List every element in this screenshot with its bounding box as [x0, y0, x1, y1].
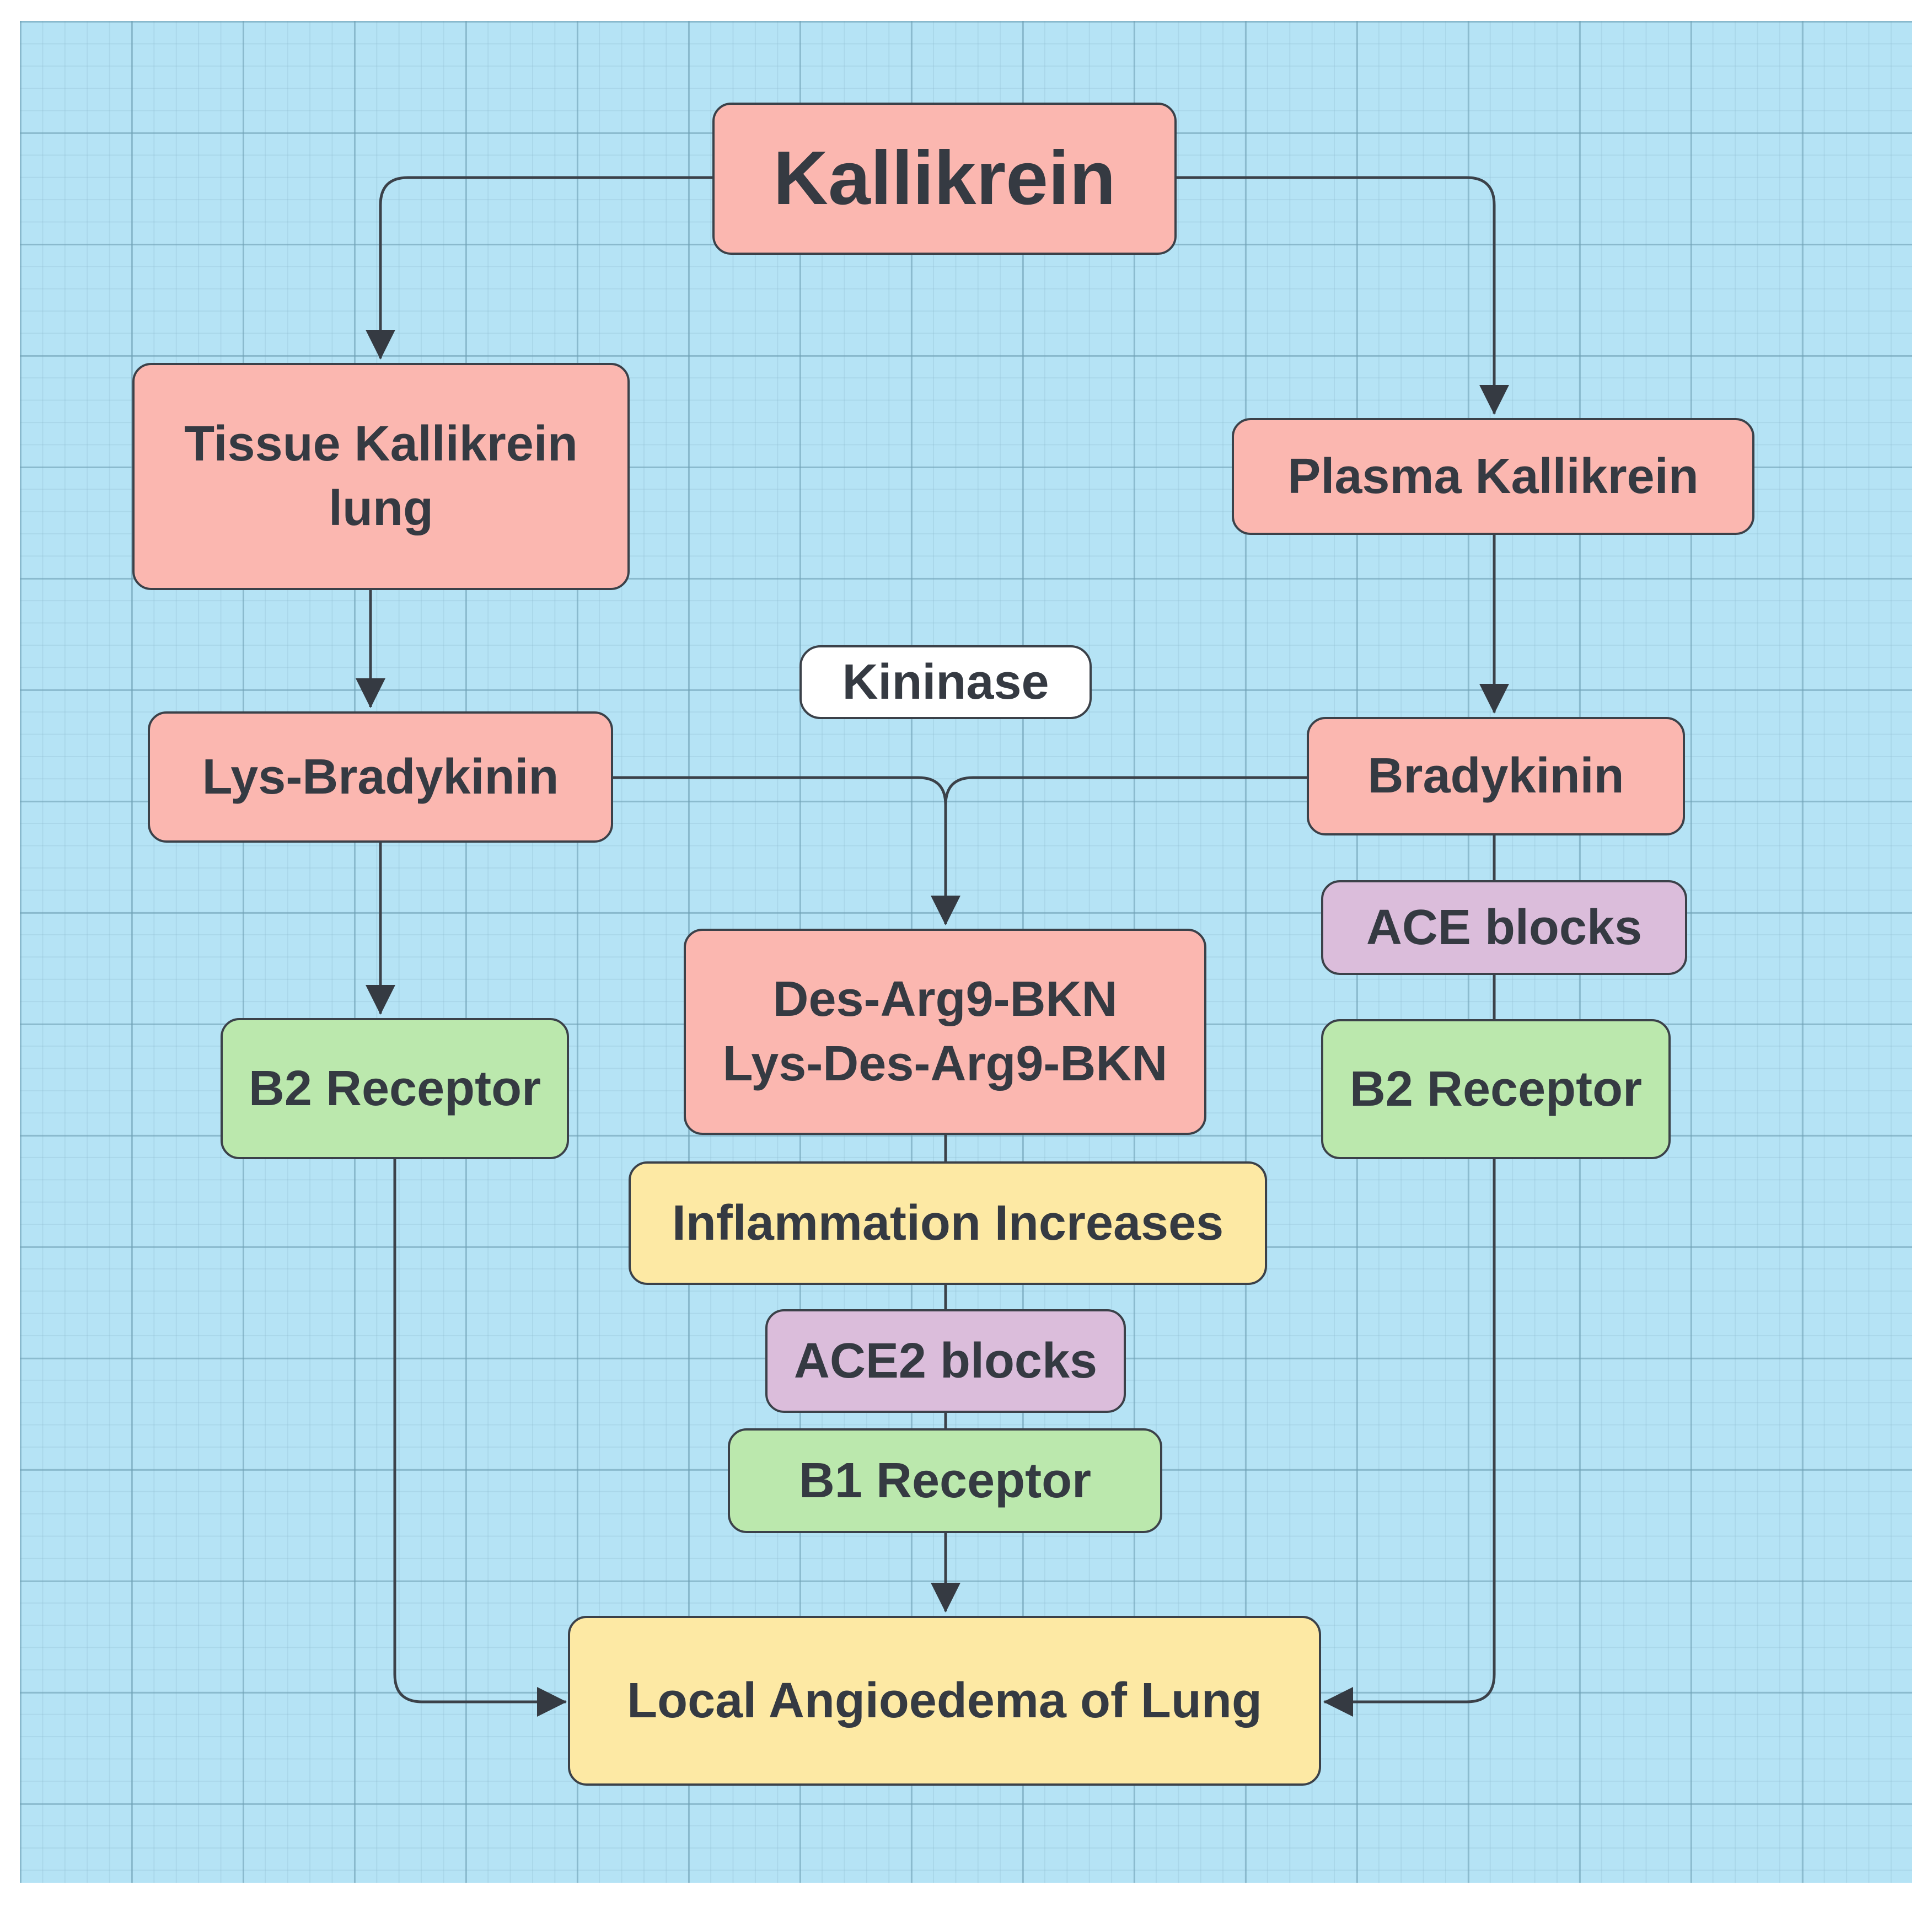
lys-bradykinin-label: Lys-Bradykinin — [202, 749, 559, 805]
bradykinin-label: Bradykinin — [1367, 748, 1624, 803]
arrow-lys-bradykinin-to-des-arg — [613, 776, 960, 925]
ace-blocks-node: ACE blocks — [1321, 880, 1687, 975]
line-bradykinin-to-des-arg — [944, 776, 1307, 806]
arrow-b2-left-to-angioedema — [393, 1159, 567, 1717]
plasma-kallikrein-node: Plasma Kallikrein — [1232, 418, 1754, 535]
des-arg-node: Des-Arg9-BKN Lys-Des-Arg9-BKN — [684, 929, 1206, 1135]
inflammation-label: Inflammation Increases — [672, 1195, 1224, 1251]
b2-receptor-right-label: B2 Receptor — [1349, 1061, 1643, 1117]
tissue-kallikrein-node: Tissue Kallikrein lung — [132, 363, 630, 590]
kallikrein-node: Kallikrein — [712, 103, 1177, 255]
bradykinin-node: Bradykinin — [1307, 717, 1685, 835]
des-arg9-bkn-label: Des-Arg9-BKN — [772, 972, 1118, 1027]
b2-receptor-left-label: B2 Receptor — [248, 1060, 541, 1116]
tissue-kallikrein-sublabel: lung — [329, 481, 433, 536]
lys-des-arg9-bkn-label: Lys-Des-Arg9-BKN — [722, 1036, 1168, 1091]
ace2-blocks-node: ACE2 blocks — [765, 1309, 1126, 1413]
ace2-blocks-label: ACE2 blocks — [793, 1333, 1098, 1389]
tissue-kallikrein-label: Tissue Kallikrein — [184, 416, 578, 472]
arrow-kallikrein-to-plasma — [1177, 176, 1509, 415]
b1-receptor-label: B1 Receptor — [798, 1453, 1092, 1508]
local-angioedema-node: Local Angioedema of Lung — [568, 1616, 1321, 1786]
kallikrein-label: Kallikrein — [773, 136, 1116, 221]
b2-receptor-left-node: B2 Receptor — [221, 1018, 569, 1159]
local-angioedema-label: Local Angioedema of Lung — [627, 1673, 1262, 1728]
b1-receptor-node: B1 Receptor — [728, 1428, 1162, 1533]
b2-receptor-right-node: B2 Receptor — [1321, 1019, 1671, 1159]
lys-bradykinin-node: Lys-Bradykinin — [148, 711, 613, 843]
inflammation-node: Inflammation Increases — [629, 1161, 1267, 1285]
arrow-kallikrein-to-tissue — [366, 176, 712, 360]
arrow-b2-right-to-angioedema — [1323, 1159, 1496, 1717]
kininase-label: Kininase — [842, 654, 1049, 710]
kininase-node: Kininase — [799, 645, 1092, 719]
plasma-kallikrein-label: Plasma Kallikrein — [1287, 448, 1699, 504]
ace-blocks-label: ACE blocks — [1366, 899, 1643, 955]
